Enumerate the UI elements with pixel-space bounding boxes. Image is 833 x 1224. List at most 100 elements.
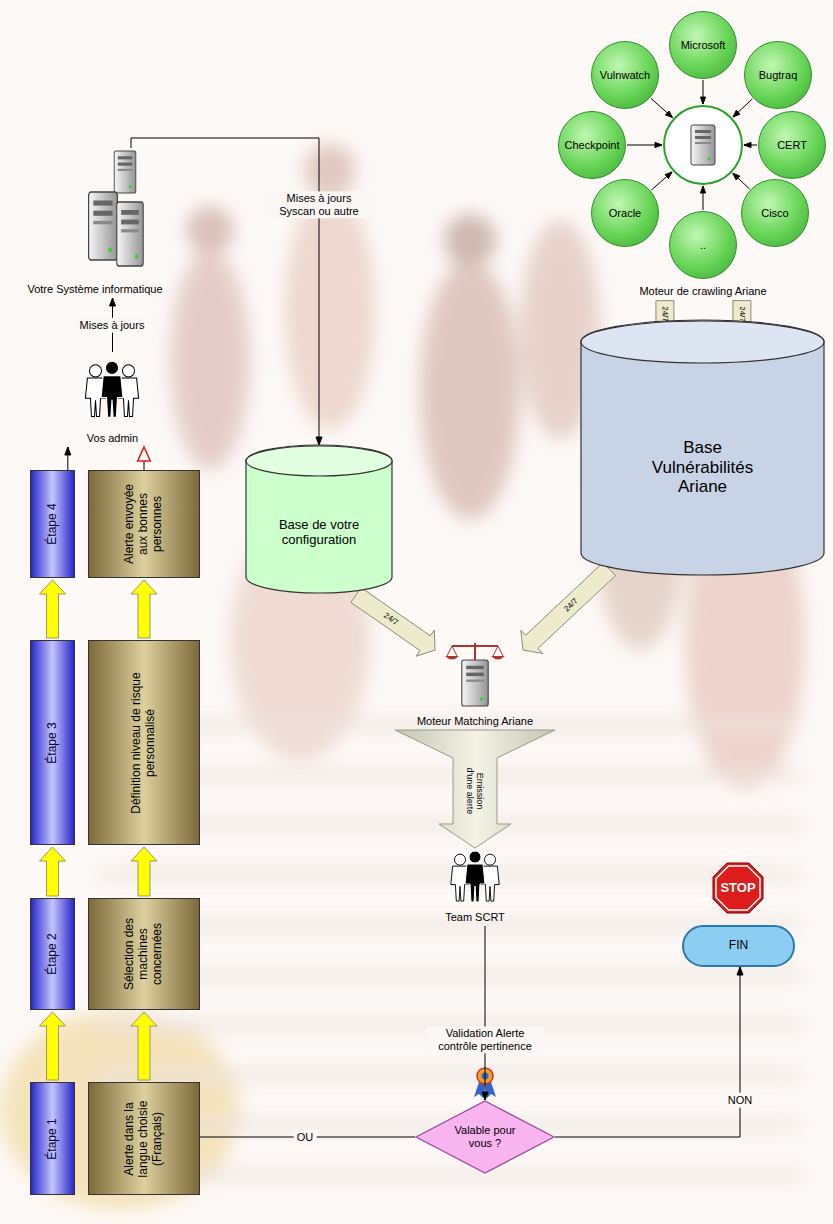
edge-label: OU <box>294 1130 317 1145</box>
node-text: CERT <box>777 139 807 152</box>
node-text: Checkpoint <box>564 139 619 152</box>
node-text: Vulnwatch <box>600 69 650 82</box>
node-text: Définition niveau de risque personnalisé <box>130 645 158 840</box>
connector-line <box>651 98 673 117</box>
arrowhead <box>733 110 740 117</box>
connector <box>131 580 157 638</box>
source-circle: Microsoft <box>669 11 737 79</box>
node-text: .. <box>700 239 706 252</box>
connector <box>351 588 435 657</box>
source-circle: Checkpoint <box>558 111 626 179</box>
end-terminator: FIN <box>682 925 795 967</box>
edge-label: Validation Alerte contrôle pertinence <box>426 1026 544 1053</box>
source-circle: Vulnwatch <box>591 41 659 109</box>
edge-label: Emission d'une alerte <box>464 758 487 824</box>
connector-line <box>144 461 145 470</box>
decision-diamond: Valable pour vous ? <box>415 1100 555 1174</box>
edge-label: 24/7 <box>659 303 670 325</box>
node-text: Microsoft <box>681 39 726 52</box>
connector-line <box>733 99 752 117</box>
node-text: FIN <box>729 939 748 953</box>
step-action-box: Sélection des machines concernées <box>88 898 200 1010</box>
connector <box>733 99 752 117</box>
node-text: Oracle <box>609 207 641 220</box>
admin-people-icon <box>85 361 138 417</box>
team-people-icon <box>451 851 499 902</box>
config-database: Base de votre configuration <box>245 445 393 593</box>
cylinder-top <box>246 446 392 476</box>
step-action-box: Alerte envoyée aux bonnes personnes <box>88 470 200 578</box>
connector <box>651 172 672 190</box>
source-circle: Oracle <box>591 179 659 247</box>
connector-line <box>651 172 672 190</box>
crawler-engine: Moteur de crawling Ariane <box>663 105 743 185</box>
arrowhead <box>665 172 672 179</box>
crawler-server-icon <box>664 106 742 184</box>
step-label-box: Étape 4 <box>30 470 75 578</box>
yellow-arrow <box>131 1012 157 1080</box>
arrowhead <box>700 97 705 104</box>
node-text: Cisco <box>761 207 789 220</box>
connector <box>65 447 71 470</box>
arrowhead <box>737 967 743 975</box>
information-system: Votre Système informatique <box>5 148 185 298</box>
edge-label: NON <box>725 1093 755 1108</box>
connector <box>138 447 151 470</box>
team-scrt: Team SCRT <box>410 848 540 926</box>
node-text: Étape 4 <box>46 475 60 573</box>
edge-label: Mises à jours Syscan ou autre <box>266 191 372 218</box>
connector-line <box>485 926 486 1100</box>
block-arrow <box>521 562 616 653</box>
connector <box>651 98 673 117</box>
step-label-box: Étape 2 <box>30 898 75 1010</box>
matching-engine: Moteur Matching Ariane <box>395 635 555 730</box>
arrowhead <box>700 186 705 193</box>
node-text: Étape 2 <box>46 903 60 1005</box>
edge-label: 24/7 <box>559 594 582 617</box>
step-action-box: Alerte dans la langue choisie (Français) <box>88 1082 200 1195</box>
yellow-arrow <box>40 847 66 896</box>
connector <box>555 967 743 1137</box>
yellow-arrow <box>131 847 157 896</box>
arrowhead <box>65 447 71 455</box>
edge-label: Mises à jours <box>77 318 148 333</box>
connector <box>700 80 705 104</box>
octagon-shape <box>713 863 763 913</box>
connector-line <box>555 967 740 1137</box>
step-label-box: Étape 1 <box>30 1082 75 1195</box>
arrowhead <box>482 1092 488 1100</box>
stop-sign: STOP <box>712 862 764 914</box>
source-circle: Bugtraq <box>744 41 812 109</box>
cylinder-body <box>246 445 392 593</box>
connector-line <box>733 173 750 189</box>
connector <box>40 1012 66 1080</box>
node-text: Vos admin <box>87 432 138 445</box>
node-text: Alerte envoyée aux bonnes personnes <box>123 475 164 573</box>
block-arrow <box>351 588 435 657</box>
matching-engine-icon <box>445 643 505 706</box>
node-text: Étape 3 <box>46 645 60 840</box>
connector <box>627 142 662 147</box>
node-text: Base Vulnérabilités Ariane <box>638 438 768 497</box>
connector <box>700 186 705 210</box>
connector <box>131 847 157 896</box>
node-text: Moteur Matching Ariane <box>417 715 533 728</box>
node-text: Alerte dans la langue choisie (Français) <box>123 1087 164 1190</box>
node-text: Votre Système informatique <box>27 283 162 296</box>
source-circle: Cisco <box>741 179 809 247</box>
vulnerability-database: Base Vulnérabilités Ariane <box>580 320 825 575</box>
node-text: Team SCRT <box>445 911 505 924</box>
yellow-arrow <box>40 580 66 638</box>
node-text: Base de votre configuration <box>259 518 379 548</box>
edge-label: 24/7 <box>736 304 747 326</box>
connector <box>744 142 757 147</box>
connector <box>521 562 616 653</box>
admin-team: Vos admin <box>60 352 165 447</box>
node-text: STOP <box>720 881 755 896</box>
connector <box>131 1012 157 1080</box>
arrowhead <box>138 447 151 461</box>
step-label-box: Étape 3 <box>30 640 75 845</box>
edge-label: 24/7 <box>379 608 403 630</box>
yellow-arrow <box>131 580 157 638</box>
